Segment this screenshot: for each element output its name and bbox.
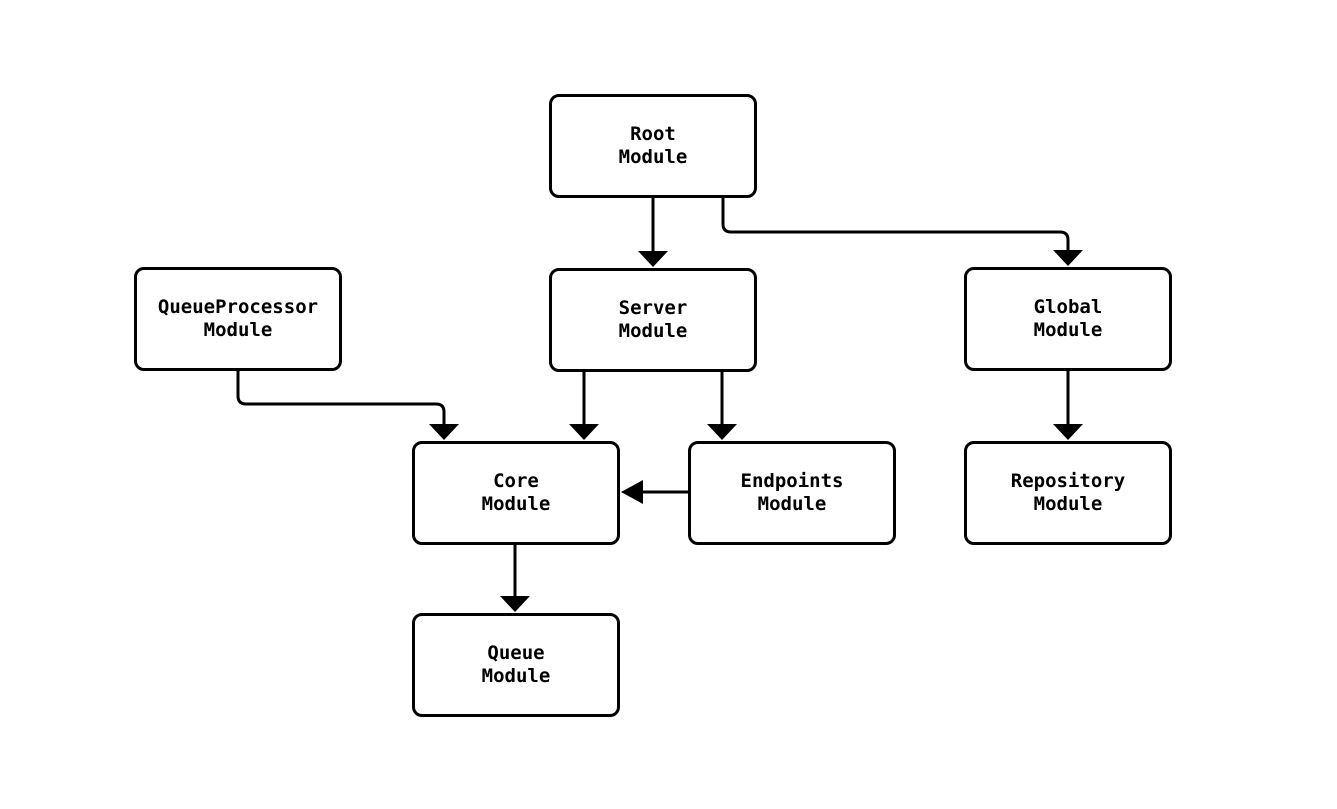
arrowhead-down-icon [569, 424, 599, 440]
node-root-module: Root Module [549, 94, 757, 198]
node-subtitle: Module [618, 320, 688, 342]
arrowhead-down-icon [1053, 250, 1083, 266]
node-title: Global [1033, 296, 1103, 318]
arrowhead-left-icon [621, 480, 643, 504]
node-title: Core [493, 470, 539, 492]
node-label: Queue Module [482, 642, 551, 688]
node-subtitle: Module [757, 493, 827, 515]
node-label: QueueProcessor Module [158, 296, 318, 342]
edge-root-to-server [638, 198, 668, 267]
node-label: Server Module [619, 297, 688, 343]
node-label: Core Module [482, 470, 551, 516]
edge-server-to-core [569, 372, 599, 440]
edge-root-to-global [721, 198, 1083, 266]
node-subtitle: Module [1033, 319, 1103, 341]
edge-endpoints-to-core [621, 480, 688, 504]
node-queue-module: Queue Module [412, 613, 620, 717]
edge-global-to-repository [1053, 370, 1083, 440]
node-title: QueueProcessor [157, 296, 319, 318]
node-repository-module: Repository Module [964, 441, 1172, 545]
edge-server-to-endpoints [707, 372, 737, 440]
node-queueprocessor-module: QueueProcessor Module [134, 267, 342, 371]
node-title: Queue [487, 642, 545, 664]
node-subtitle: Module [481, 493, 551, 515]
arrowhead-down-icon [500, 596, 530, 612]
node-title: Root [630, 123, 676, 145]
node-title: Endpoints [740, 470, 844, 492]
node-title: Server [618, 297, 688, 319]
node-label: Root Module [619, 123, 688, 169]
node-title: Repository [1010, 470, 1126, 492]
arrowhead-down-icon [707, 424, 737, 440]
edge-queueprocessor-to-core [236, 371, 459, 440]
node-label: Endpoints Module [741, 470, 844, 516]
edge-core-to-queue [500, 545, 530, 612]
node-server-module: Server Module [549, 268, 757, 372]
node-endpoints-module: Endpoints Module [688, 441, 896, 545]
node-subtitle: Module [1033, 493, 1103, 515]
node-core-module: Core Module [412, 441, 620, 545]
node-subtitle: Module [481, 665, 551, 687]
arrowhead-down-icon [638, 251, 668, 267]
node-label: Global Module [1034, 296, 1103, 342]
node-global-module: Global Module [964, 267, 1172, 371]
node-subtitle: Module [203, 319, 273, 341]
node-subtitle: Module [618, 146, 688, 168]
node-label: Repository Module [1011, 470, 1125, 516]
arrowhead-down-icon [1053, 424, 1083, 440]
arrowhead-down-icon [429, 424, 459, 440]
